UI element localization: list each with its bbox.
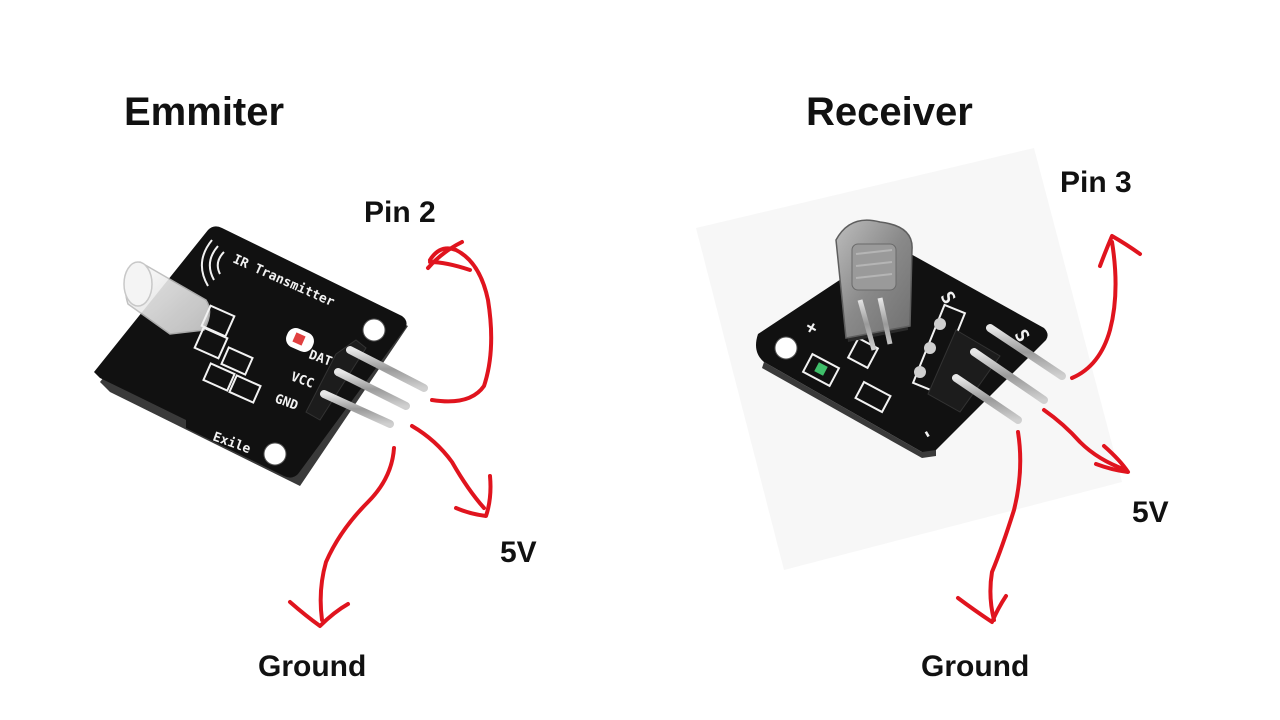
emitter-ground-label: Ground bbox=[258, 650, 367, 683]
receiver-signal-label: Pin 3 bbox=[1060, 166, 1132, 199]
arrow-to-pin3 bbox=[1070, 240, 1118, 380]
arrow-to-ground-right bbox=[988, 430, 1023, 622]
receiver-pcb-edge bbox=[762, 362, 936, 458]
ir-wave-icon bbox=[201, 239, 225, 287]
arrow-to-5v-right bbox=[1042, 408, 1128, 472]
emitter-power-label: 5V bbox=[500, 536, 537, 569]
receiver-status-led-core bbox=[814, 362, 828, 376]
emitter-status-led-core bbox=[292, 332, 306, 346]
receiver-pad bbox=[846, 336, 880, 370]
emitter-title: Emmiter bbox=[124, 90, 285, 134]
emitter-resistor bbox=[202, 362, 236, 392]
arrow-to-5v-left bbox=[410, 424, 486, 510]
receiver-arrows bbox=[956, 234, 1142, 624]
arrow-to-5v-left-head bbox=[454, 474, 493, 518]
emitter-pins bbox=[320, 346, 428, 428]
arrow-to-ground-left bbox=[318, 446, 396, 622]
emitter-resistor bbox=[228, 374, 262, 404]
arrow-to-pin2-head bbox=[426, 240, 472, 272]
arrow-to-pin3-head bbox=[1098, 234, 1142, 268]
receiver-ground-label: Ground bbox=[921, 650, 1030, 683]
emitter-mount-hole bbox=[362, 318, 386, 342]
receiver-title: Receiver bbox=[806, 90, 973, 134]
receiver-module: + S S - bbox=[696, 148, 1122, 570]
receiver-status-led bbox=[801, 352, 841, 388]
arrow-to-ground-right-head bbox=[956, 594, 1008, 624]
receiver-pins bbox=[952, 324, 1066, 424]
ir-receiver-sensor bbox=[835, 219, 913, 351]
receiver-header bbox=[927, 329, 1001, 413]
receiver-resistor bbox=[854, 380, 892, 414]
emitter-header bbox=[305, 339, 367, 421]
receiver-pcb bbox=[756, 246, 1048, 454]
receiver-mount-hole bbox=[774, 336, 798, 360]
receiver-power-label: 5V bbox=[1132, 496, 1169, 529]
arrow-to-5v-right-head bbox=[1094, 444, 1130, 474]
emitter-pad bbox=[193, 326, 229, 360]
ir-led bbox=[123, 261, 211, 335]
emitter-arrows bbox=[288, 240, 494, 628]
emitter-mount-hole bbox=[263, 442, 287, 466]
emitter-signal-label: Pin 2 bbox=[364, 196, 436, 229]
arrow-to-ground-left-head bbox=[288, 600, 350, 628]
arrow-to-pin2 bbox=[428, 246, 494, 404]
emitter-module: IR Transmitter DAT VCC GND Exile bbox=[94, 226, 428, 486]
emitter-resistor bbox=[220, 346, 254, 376]
